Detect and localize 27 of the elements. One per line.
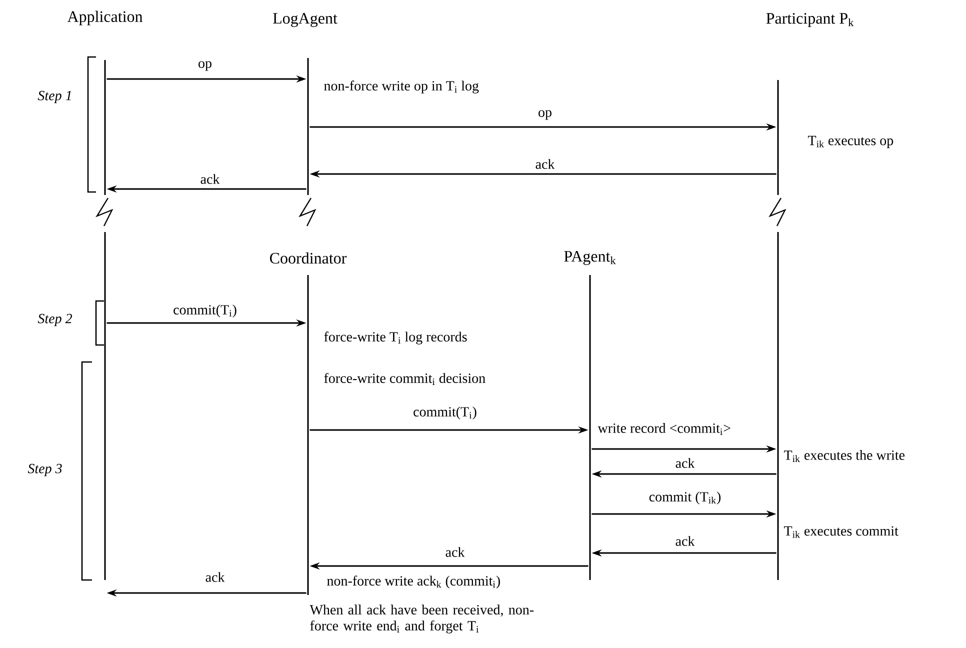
note: force-write T$_{i}$ log records bbox=[324, 332, 467, 344]
lifeline-label: Coordinator bbox=[270, 252, 347, 264]
step-label: Step 1 bbox=[38, 90, 71, 104]
edge-label: commit (T$_{ik}$) bbox=[649, 492, 721, 504]
note: T$_{ik}$ executes op bbox=[808, 136, 894, 148]
edge-label: ack bbox=[676, 536, 695, 546]
edge-label: op bbox=[198, 61, 212, 71]
note: T$_{ik}$ executes the write bbox=[784, 450, 905, 462]
edge-label: commit(T$_{i}$) bbox=[414, 406, 476, 420]
note: non-force write op in T$_{i}$ log bbox=[324, 80, 479, 94]
edge-label: ack bbox=[200, 174, 220, 184]
note: When all ack have been received, non-force write end$_{i}$ and forget T$_{i}$ bbox=[310, 604, 534, 634]
step-label: Step 2 bbox=[38, 314, 72, 326]
edge-label: ack bbox=[536, 159, 555, 169]
lifeline-label: LogAgent bbox=[273, 13, 338, 27]
edge-label: ack bbox=[446, 547, 465, 557]
edge-label: op bbox=[538, 110, 552, 120]
note: non-force write ack$_{k}$ (commit$_{i}$) bbox=[327, 576, 500, 588]
lifeline-label: Participant P$_{k}$ bbox=[766, 13, 854, 27]
edge-label: ack bbox=[676, 458, 695, 468]
lifeline-label: Application bbox=[67, 10, 143, 26]
edge-label: commit(T$_{i}$) bbox=[174, 304, 236, 318]
edge-label: ack bbox=[206, 572, 225, 582]
edge-label: write record <commit$_{i}$> bbox=[598, 423, 730, 435]
note: T$_{ik}$ executes commit bbox=[784, 526, 898, 538]
lifeline-label: PAgent$_{k}$ bbox=[564, 251, 616, 265]
note: force-write commit$_{i}$ decision bbox=[324, 373, 486, 386]
